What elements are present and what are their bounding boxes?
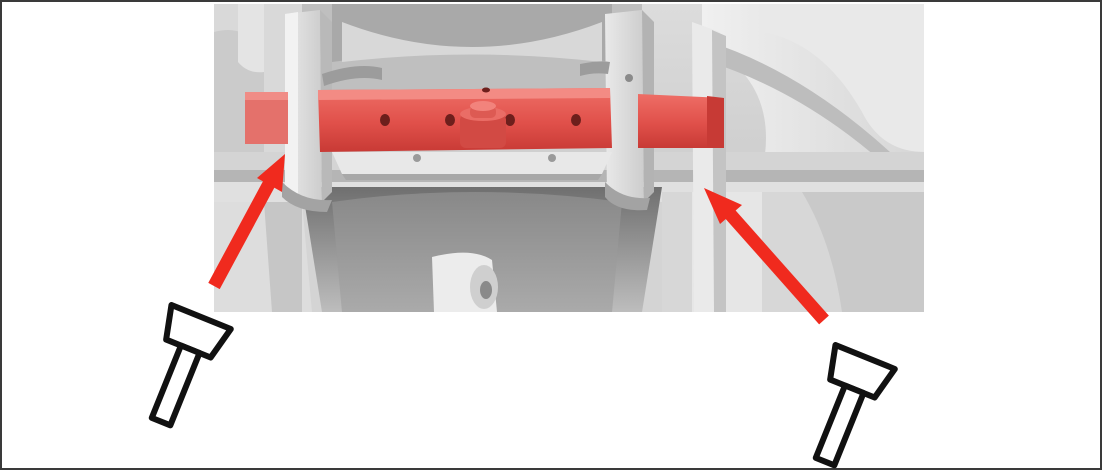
bar-hole	[380, 114, 390, 126]
mounting-bolt-icon	[130, 305, 231, 433]
mounting-bolt-icon	[794, 345, 895, 472]
bar-hole	[445, 114, 455, 126]
housing-render	[214, 4, 924, 312]
bar-hole	[571, 114, 581, 126]
bar-hole	[505, 114, 515, 126]
